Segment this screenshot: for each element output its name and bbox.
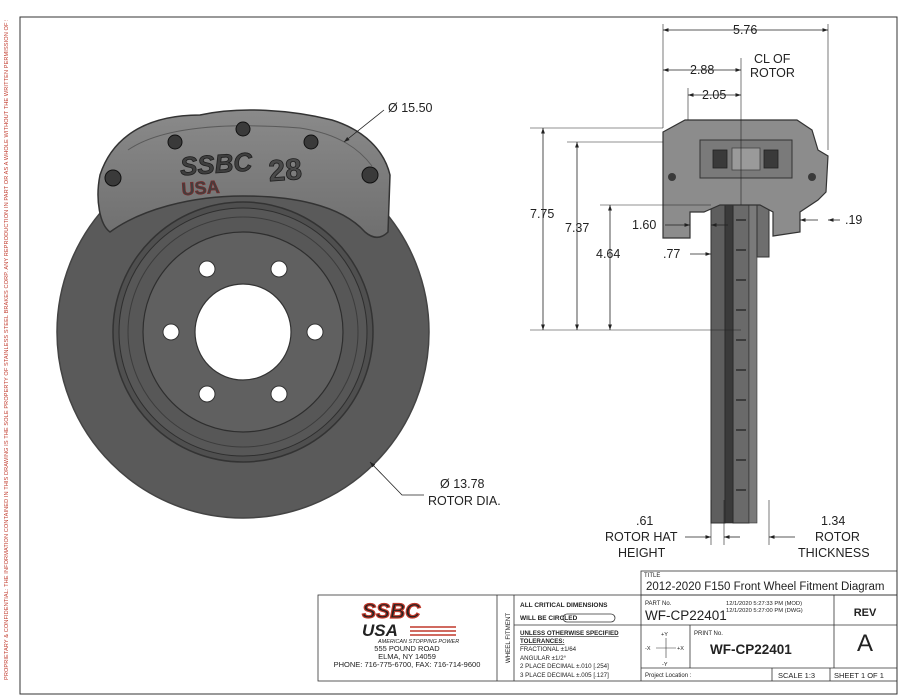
lug-hole bbox=[198, 260, 216, 278]
caliper-dia-leader bbox=[343, 109, 385, 143]
part-no-label: PART No. bbox=[645, 601, 672, 607]
caliper-bolt bbox=[361, 166, 379, 184]
caliper-bolt bbox=[104, 169, 122, 187]
drawing-title: 2012-2020 F150 Front Wheel Fitment Diagr… bbox=[646, 581, 884, 593]
dim-hat-line2: HEIGHT bbox=[618, 546, 666, 560]
lug-hole bbox=[270, 260, 288, 278]
dim-hat-value: .61 bbox=[636, 514, 653, 528]
caliper-logo-model: 28 bbox=[267, 153, 303, 188]
critical-dims-line2: WILL BE CIRCLED bbox=[520, 615, 578, 622]
tolerance-angular: ANGULAR ±1/2° bbox=[520, 655, 567, 662]
dim-160: 1.60 bbox=[632, 218, 656, 232]
axis-py: +Y bbox=[661, 632, 668, 638]
caliper-bolt bbox=[303, 134, 319, 150]
rotor-dia-value: Ø 13.78 bbox=[440, 477, 485, 491]
caliper-dia-label: Ø 15.50 bbox=[388, 101, 433, 115]
company-address1: 555 POUND ROAD bbox=[374, 644, 440, 653]
critical-dims-line1: ALL CRITICAL DIMENSIONS bbox=[520, 602, 608, 609]
rotor-side-outer bbox=[710, 204, 726, 524]
axis-ny: -Y bbox=[662, 662, 668, 668]
rotor-dia-leader bbox=[369, 461, 424, 496]
dim-width-total: 5.76 bbox=[733, 23, 757, 37]
cl-of-rotor-line2: ROTOR bbox=[750, 66, 795, 80]
title-block bbox=[317, 570, 898, 682]
date-drawn: 12/1/2020 5:27:00 PM (DWG) bbox=[726, 608, 803, 614]
dim-height-464: 4.64 bbox=[596, 247, 620, 261]
caliper-bolts bbox=[104, 121, 379, 187]
company-phone: PHONE: 716-775-6700, FAX: 716-714-9600 bbox=[334, 660, 481, 669]
tolerance-fractional: FRACTIONAL ±1/64 bbox=[520, 646, 577, 653]
dim-offset-288: 2.88 bbox=[690, 63, 714, 77]
caliper-logo-usa: USA bbox=[181, 177, 220, 200]
tolerance-3place: 3 PLACE DECIMAL ±.005 [.127] bbox=[520, 672, 609, 679]
logo-flag-stripes bbox=[410, 626, 456, 636]
part-no-value: WF-CP22401 bbox=[645, 608, 727, 623]
company-logo-usa: USA bbox=[362, 621, 398, 640]
axis-triad-icon: +Y +X -X -Y bbox=[645, 632, 684, 668]
dim-height-737: 7.37 bbox=[565, 221, 589, 235]
rev-label: REV bbox=[854, 607, 877, 619]
print-no-label: PRINT No. bbox=[694, 631, 723, 637]
company-address2: ELMA, NY 14059 bbox=[378, 652, 436, 661]
dim-thick-value: 1.34 bbox=[821, 514, 845, 528]
center-bore bbox=[194, 283, 292, 381]
company-tagline: AMERICAN STOPPING POWER bbox=[377, 639, 459, 645]
sheet-count: SHEET 1 OF 1 bbox=[834, 671, 884, 680]
dim-077: .77 bbox=[663, 247, 680, 261]
tolerance-2place: 2 PLACE DECIMAL ±.010 [.254] bbox=[520, 663, 609, 670]
cl-of-rotor-line1: CL OF bbox=[754, 52, 791, 66]
caliper-bolt bbox=[235, 121, 251, 137]
dim-height-775: 7.75 bbox=[530, 207, 554, 221]
print-no-value: WF-CP22401 bbox=[710, 642, 792, 657]
title-label: TITLE bbox=[644, 573, 660, 579]
lug-holes bbox=[162, 260, 324, 403]
rotor-dia-text: ROTOR DIA. bbox=[428, 494, 501, 508]
lug-hole bbox=[270, 385, 288, 403]
tolerance-header1: UNLESS OTHERWISE SPECIFIED bbox=[520, 630, 619, 637]
lug-hole bbox=[306, 323, 324, 341]
side-label-wheel-fitment: WHEEL FITMENT bbox=[505, 613, 512, 664]
lug-hole bbox=[162, 323, 180, 341]
dim-thick-line2: THICKNESS bbox=[798, 546, 870, 560]
rotor-side-vanes bbox=[732, 204, 750, 524]
company-logo-ssbc: SSBC bbox=[362, 600, 421, 623]
rev-value: A bbox=[857, 630, 873, 657]
lug-hole bbox=[198, 385, 216, 403]
dim-hat-line1: ROTOR HAT bbox=[605, 530, 678, 544]
tolerance-header2: TOLERANCES: bbox=[520, 638, 565, 645]
front-view: SSBC USA 28 Ø 15.50 Ø 13.78 ROTOR DIA. bbox=[56, 101, 501, 519]
caliper-bolt bbox=[167, 134, 183, 150]
dim-thick-line1: ROTOR bbox=[815, 530, 860, 544]
side-view: 5.76 2.88 CL OF ROTOR 2.05 7.75 7.37 4.6… bbox=[530, 23, 870, 560]
dim-019: .19 bbox=[845, 213, 862, 227]
axis-px: +X bbox=[677, 646, 684, 652]
project-location: Project Location : bbox=[645, 673, 692, 679]
rotor-hat-side bbox=[756, 204, 770, 258]
sheet-border bbox=[19, 16, 898, 695]
caliper-logo-ssbc: SSBC bbox=[179, 146, 254, 181]
dim-offset-205: 2.05 bbox=[702, 88, 726, 102]
axis-nx: -X bbox=[645, 646, 651, 652]
date-modified: 12/1/2020 5:27:33 PM (MOD) bbox=[726, 601, 802, 607]
scale: SCALE 1:3 bbox=[778, 671, 815, 680]
